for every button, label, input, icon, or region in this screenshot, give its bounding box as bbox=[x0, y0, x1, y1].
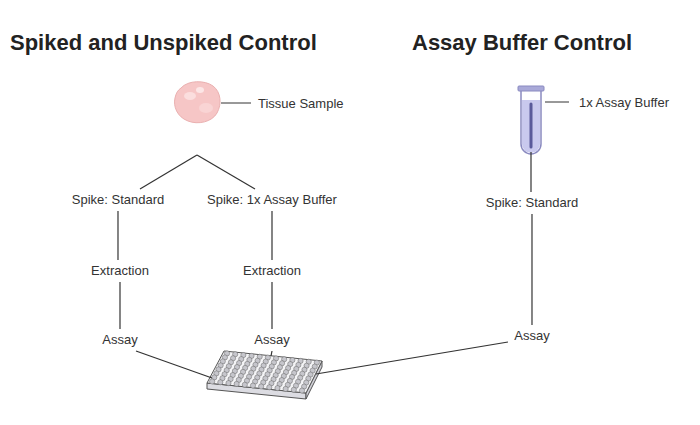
plate-well bbox=[234, 381, 239, 386]
plate-well bbox=[218, 380, 223, 385]
section-heading: Spiked and Unspiked Control bbox=[10, 30, 317, 56]
tube-illustration bbox=[518, 86, 544, 154]
tissue-highlight bbox=[196, 87, 204, 93]
leader-line bbox=[545, 102, 569, 103]
tissue-highlight bbox=[199, 103, 213, 113]
node-text: Tissue Sample bbox=[256, 96, 346, 112]
node-text: Assay bbox=[102, 332, 137, 348]
leader-line bbox=[221, 103, 251, 104]
assay-line bbox=[136, 351, 212, 378]
connector-line bbox=[271, 211, 272, 260]
plate-wells bbox=[210, 351, 320, 393]
tissue-illustration bbox=[175, 82, 221, 123]
step-node: Extraction bbox=[86, 260, 154, 282]
node-text: Assay bbox=[514, 328, 549, 344]
node-text: Extraction bbox=[91, 263, 149, 279]
step-node: Spike: Standard bbox=[481, 192, 584, 214]
connector-line bbox=[531, 214, 532, 325]
connector-line bbox=[117, 211, 118, 260]
connector-line bbox=[119, 282, 120, 329]
tube-rim bbox=[518, 86, 544, 91]
node-text: Spike: Standard bbox=[486, 195, 579, 211]
tissue-highlight bbox=[184, 92, 196, 100]
step-node: Extraction bbox=[238, 260, 306, 282]
step-node: Spike: Standard bbox=[67, 189, 170, 211]
illustration-label-node: Tissue Sample bbox=[175, 82, 346, 155]
plate-well bbox=[275, 385, 280, 390]
tube-line bbox=[530, 104, 533, 147]
plate-top bbox=[207, 351, 322, 393]
illustration-label-node: 1x Assay Buffer bbox=[505, 88, 675, 152]
tissue-blob bbox=[175, 82, 221, 123]
section-heading: Assay Buffer Control bbox=[412, 30, 632, 56]
well-plate bbox=[207, 351, 322, 399]
assay-line bbox=[271, 351, 272, 356]
step-node: Assay bbox=[97, 329, 142, 351]
node-text: Spike: Standard bbox=[72, 192, 165, 208]
tube-liquid bbox=[522, 100, 540, 153]
tube-outline bbox=[521, 90, 541, 154]
connector-line bbox=[271, 282, 272, 329]
plate-well bbox=[267, 385, 272, 390]
plate-well bbox=[242, 382, 247, 387]
node-text: Extraction bbox=[243, 263, 301, 279]
connector-line bbox=[140, 155, 197, 189]
plate-well bbox=[259, 384, 264, 389]
heading-text: Assay Buffer Control bbox=[412, 30, 632, 55]
connector-line bbox=[530, 152, 531, 192]
plate-well bbox=[283, 386, 288, 391]
heading-text: Spiked and Unspiked Control bbox=[10, 30, 317, 55]
node-text: Spike: 1x Assay Buffer bbox=[207, 192, 337, 208]
step-node: Assay bbox=[249, 329, 294, 351]
plate-well bbox=[299, 388, 304, 393]
plate-well bbox=[250, 383, 255, 388]
plate-well bbox=[210, 379, 215, 384]
step-node: Assay bbox=[509, 325, 554, 347]
assay-line bbox=[316, 342, 508, 374]
node-text: 1x Assay Buffer bbox=[573, 95, 675, 111]
step-node: Spike: 1x Assay Buffer bbox=[202, 189, 342, 211]
plate-well bbox=[291, 387, 296, 392]
node-text: Assay bbox=[254, 332, 289, 348]
connector-line bbox=[197, 155, 255, 189]
plate-well bbox=[226, 380, 231, 385]
